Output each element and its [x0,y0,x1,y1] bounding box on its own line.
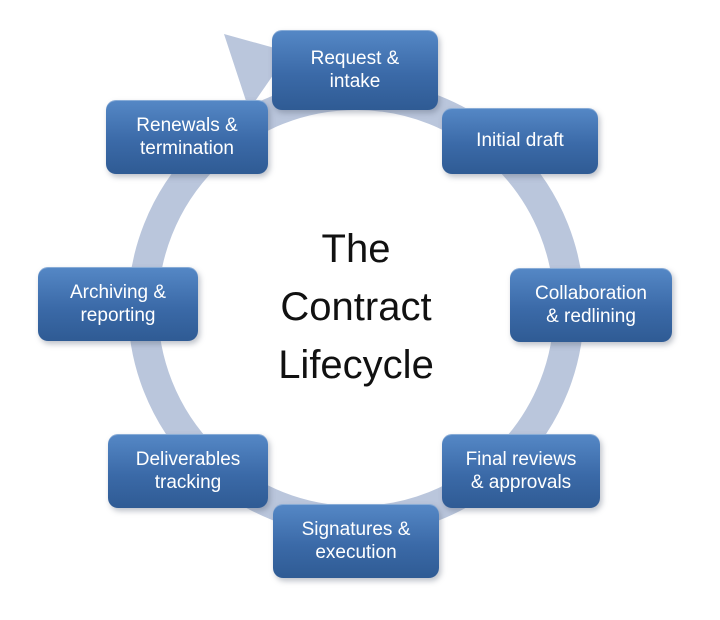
diagram-title-line-1: The [321,227,391,271]
node-collaboration-redlining: Collaboration & redlining [510,268,672,342]
node-renewals-termination: Renewals & termination [106,100,268,174]
diagram-title-line-3: Lifecycle [278,343,434,387]
diagram-title-line-2: Contract [280,285,432,329]
node-initial-draft: Initial draft [442,108,598,174]
node-archiving-reporting: Archiving & reporting [38,267,198,341]
node-final-reviews-approvals: Final reviews & approvals [442,434,600,508]
node-request-intake: Request & intake [272,30,438,110]
node-deliverables-tracking: Deliverables tracking [108,434,268,508]
diagram-title: The Contract Lifecycle [156,220,556,394]
node-signatures-execution: Signatures & execution [273,504,439,578]
